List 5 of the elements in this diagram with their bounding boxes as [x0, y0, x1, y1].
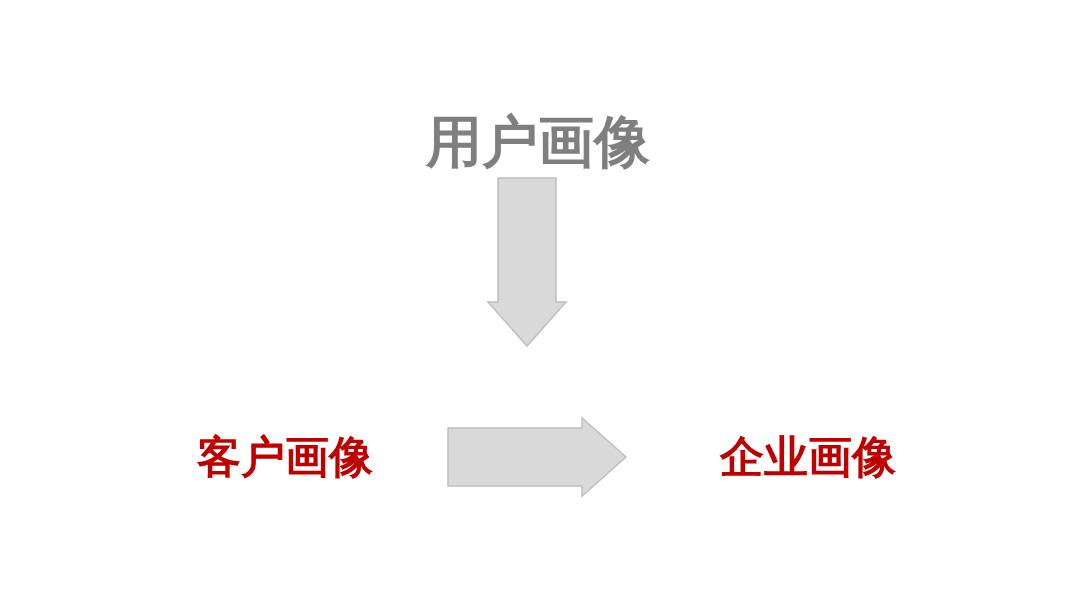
heading-text: 用户画像 [408, 108, 668, 178]
block-arrow [486, 177, 568, 348]
block-arrow [447, 416, 628, 498]
heading-text: 客户画像 [180, 427, 390, 487]
heading-text: 企业画像 [703, 427, 913, 487]
